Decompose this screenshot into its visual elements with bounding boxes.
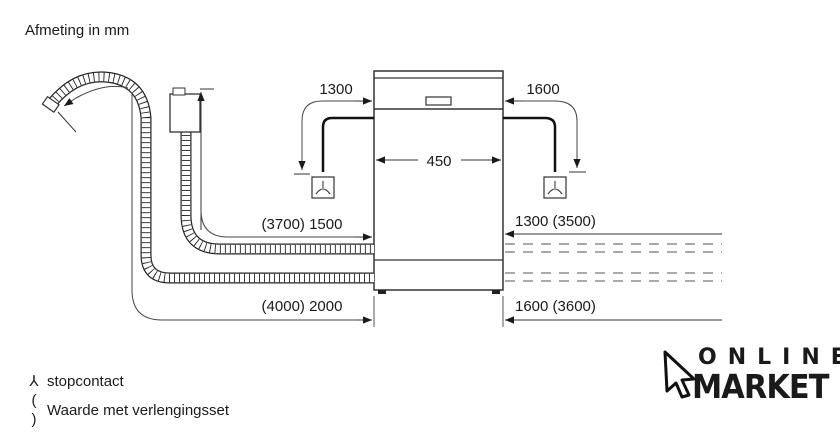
aquastop-valve (169, 93, 201, 133)
legend: ⅄ stopcontact ( ) Waarde met verlengings… (27, 372, 229, 429)
dishwasher (373, 70, 504, 294)
logo-line1: ONLINE (698, 345, 840, 370)
right-side-routes: 1300 (3500) 1600 (3600) (505, 213, 722, 324)
foot-right (492, 290, 500, 294)
drain-left-label: (4000) 2000 (262, 298, 343, 315)
drain-right-label: 1600 (3600) (515, 298, 596, 315)
inlet-hose: (3700) 1500 (169, 87, 374, 255)
width-label: 450 (426, 153, 451, 170)
control-panel-display (425, 96, 452, 106)
logo-line2: MARKET (692, 367, 829, 406)
legend-label: Waarde met verlengingsset (47, 401, 230, 419)
power-cord-left-label: 1300 (319, 81, 352, 98)
foot-left (378, 290, 386, 294)
inlet-right-label: 1300 (3500) (515, 213, 596, 230)
power-cord-left: 1300 (294, 81, 374, 199)
inlet-left-label: (3700) 1500 (262, 216, 343, 233)
parentheses-symbol: ( ) (31, 392, 37, 428)
socket-icon: ⅄ (29, 373, 39, 390)
drain-hose: (4000) 2000 (41, 71, 374, 324)
cursor-arrow-icon (663, 350, 696, 399)
drain-hose-end (41, 95, 60, 113)
power-cord-right: 1600 (503, 81, 586, 199)
width-dimension: 450 (376, 153, 501, 170)
legend-item-socket: ⅄ stopcontact (27, 372, 229, 391)
legend-item-extension: ( ) Waarde met verlengingsset (27, 391, 230, 429)
diagram-title: Afmeting in mm (25, 22, 130, 39)
online-market-logo: ONLINE MARKET (660, 345, 840, 406)
legend-label: stopcontact (47, 373, 124, 390)
power-cord-right-label: 1600 (526, 81, 559, 98)
